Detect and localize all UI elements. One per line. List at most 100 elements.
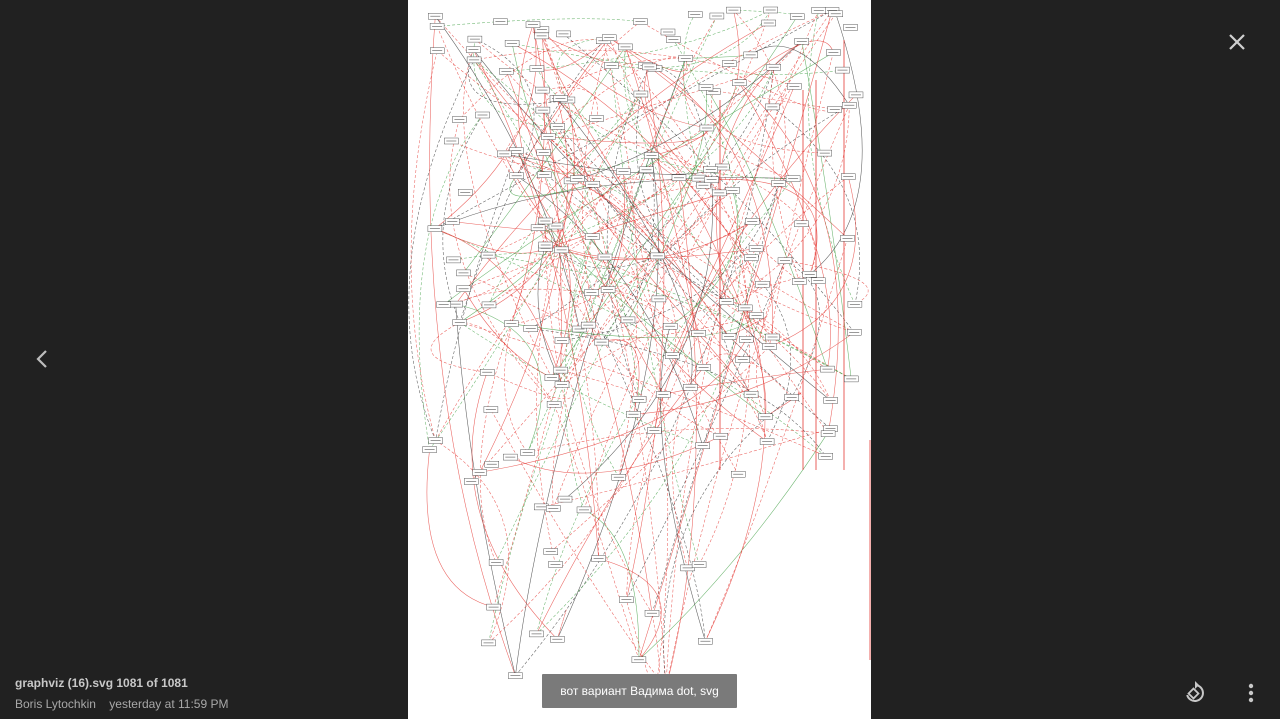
graph-edge <box>473 49 831 401</box>
graph-node <box>436 301 451 308</box>
graph-node <box>597 253 613 261</box>
graph-node <box>584 289 599 296</box>
graph-node <box>529 65 545 72</box>
close-button[interactable] <box>1222 27 1252 57</box>
graph-node <box>499 68 514 75</box>
graph-node <box>553 366 568 374</box>
graph-edge <box>670 190 739 327</box>
graph-node <box>483 406 499 413</box>
graph-node <box>647 427 662 434</box>
graph-node <box>633 90 649 98</box>
author-name[interactable]: Boris Lytochkin <box>15 697 96 711</box>
graph-edge <box>449 119 555 405</box>
graph-node <box>503 453 518 461</box>
graph-node <box>790 13 805 20</box>
graph-node <box>585 233 600 240</box>
graph-edge <box>536 68 794 179</box>
graph-edge <box>583 13 837 510</box>
graph-edge <box>579 15 718 330</box>
graph-edge <box>624 46 770 347</box>
graph-edge <box>582 37 610 343</box>
graph-edge <box>627 87 707 321</box>
graph-node <box>642 63 657 71</box>
previous-button[interactable] <box>28 344 58 374</box>
graph-node <box>823 397 838 404</box>
file-meta-line: Boris Lytochkin yesterday at 11:59 PM <box>15 697 228 711</box>
graph-edge <box>418 114 483 450</box>
graph-edge <box>623 46 700 179</box>
graph-node <box>550 636 565 643</box>
graph-node <box>626 411 641 418</box>
graph-node <box>466 56 482 64</box>
graph-edge <box>608 37 752 258</box>
graph-node <box>818 453 833 460</box>
rotate-button[interactable] <box>1181 679 1209 707</box>
graph-node <box>738 304 753 312</box>
graph-edge <box>474 49 795 87</box>
graph-edge <box>536 178 578 565</box>
graph-edge <box>558 93 642 341</box>
graph-edge <box>506 9 771 72</box>
graph-node <box>557 495 573 503</box>
graph-edge <box>601 155 655 343</box>
graph-edge <box>556 98 693 388</box>
graph-node <box>820 365 835 373</box>
graph-edge <box>646 169 829 434</box>
graph-node <box>480 251 496 259</box>
graph-node <box>553 95 568 102</box>
graph-image[interactable] <box>408 0 871 719</box>
graph-edge <box>435 171 624 441</box>
graph-node <box>535 106 551 114</box>
graph-edge <box>555 225 599 559</box>
graph-edge <box>563 33 855 333</box>
graph-node <box>847 329 862 336</box>
graph-node <box>589 115 604 122</box>
graph-edge <box>503 58 686 155</box>
graph-node <box>644 152 659 159</box>
graph-node <box>731 471 746 478</box>
graph-node <box>427 225 443 232</box>
graph-edge <box>470 166 723 482</box>
graph-node <box>785 175 801 182</box>
graph-edge <box>511 315 757 339</box>
graph-edge <box>548 66 774 137</box>
more-options-button[interactable] <box>1240 680 1262 706</box>
graph-edge <box>654 94 857 431</box>
graph-node <box>556 30 571 38</box>
graph-node <box>802 271 817 278</box>
graph-edge <box>591 171 625 293</box>
graph-node <box>671 174 687 182</box>
graph-edge <box>756 260 786 417</box>
graph-edge <box>544 220 766 418</box>
graph-node <box>576 506 592 514</box>
graph-node <box>743 51 758 59</box>
graph-node <box>744 254 759 261</box>
graph-node <box>422 446 437 453</box>
graph-edge <box>633 332 855 415</box>
graph-node <box>554 381 570 388</box>
graph-edge <box>435 150 517 441</box>
graph-node <box>735 356 750 363</box>
graph-node <box>479 369 495 376</box>
graph-node <box>698 84 714 91</box>
graph-edge <box>541 29 739 475</box>
graph-edge <box>434 228 826 457</box>
graph-node <box>430 47 445 54</box>
graph-node <box>456 285 471 292</box>
graph-edge <box>705 238 848 642</box>
graph-node <box>784 394 799 401</box>
graph-node <box>848 91 864 99</box>
graph-edge <box>603 40 638 478</box>
graph-edge <box>663 368 828 395</box>
graph-node <box>464 478 479 485</box>
graph-node <box>847 301 863 308</box>
graph-node <box>666 36 681 43</box>
graph-node <box>726 6 741 14</box>
graph-node <box>748 245 764 252</box>
graph-edge <box>459 322 826 457</box>
graph-node <box>428 12 443 20</box>
graph-node <box>696 181 711 189</box>
graph-edge <box>809 13 863 275</box>
graph-edge <box>750 45 850 106</box>
graph-edge <box>537 227 757 259</box>
